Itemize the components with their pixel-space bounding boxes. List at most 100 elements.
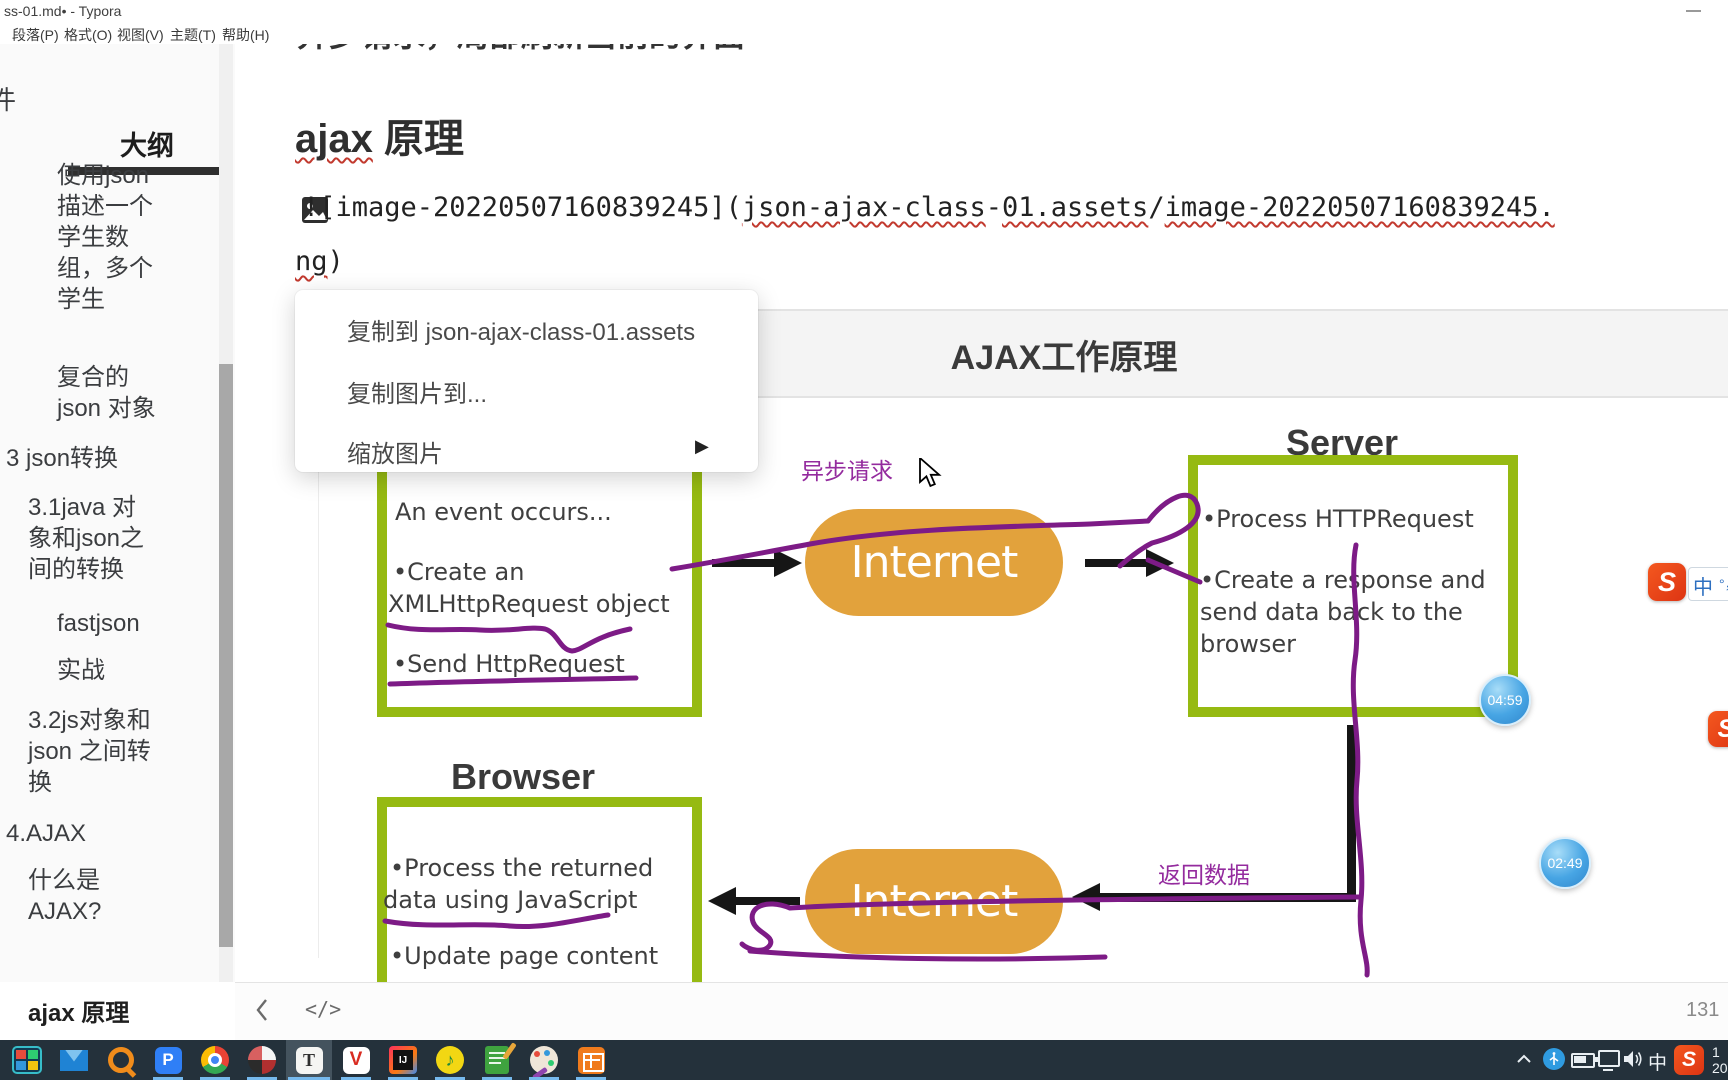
notepad-icon bbox=[485, 1042, 517, 1074]
image-block-edge bbox=[318, 300, 319, 958]
outline-item[interactable]: fastjson bbox=[57, 610, 140, 637]
running-indicator bbox=[529, 1077, 559, 1080]
taskbar-app-typora[interactable]: T bbox=[286, 1040, 332, 1080]
html-box-line: XMLHttpRequest object bbox=[388, 590, 670, 618]
mail-icon bbox=[60, 1049, 88, 1071]
taskbar-app-p[interactable]: P bbox=[145, 1040, 191, 1080]
sogou-tray-icon[interactable]: S bbox=[1674, 1045, 1704, 1075]
taskbar-app-chrome[interactable] bbox=[192, 1040, 238, 1080]
taskbar-app-mail[interactable] bbox=[51, 1040, 97, 1080]
chrome-icon bbox=[201, 1046, 229, 1074]
taskbar-app-spreadsheet[interactable] bbox=[568, 1040, 614, 1080]
internet-label: Internet bbox=[850, 537, 1019, 588]
outline-back-icon[interactable] bbox=[253, 997, 271, 1023]
running-indicator bbox=[153, 1077, 183, 1080]
outline-item[interactable]: 3 json转换 bbox=[6, 445, 119, 472]
markdown-image-line[interactable]: ![image-20220507160839245](json-ajax-cla… bbox=[303, 192, 1555, 223]
taskbar-app-idea[interactable]: IJ bbox=[380, 1040, 426, 1080]
md-close: ) bbox=[327, 246, 344, 277]
server-box-line: •Create a response and bbox=[1200, 566, 1486, 594]
md-file: image-20220507160839245. bbox=[1164, 192, 1555, 223]
markdown-image-line-2[interactable]: ng) bbox=[295, 246, 344, 277]
outline-item[interactable]: 使用json 描述一个 学生数 组，多个 学生 bbox=[57, 162, 153, 313]
intellij-idea-icon: IJ bbox=[389, 1046, 417, 1074]
sogou-mode[interactable]: 中 bbox=[1693, 577, 1713, 599]
outline-item[interactable]: 3.2js对象和 json 之间转 换 bbox=[28, 707, 151, 796]
server-box-line: •Process HTTPRequest bbox=[1202, 505, 1474, 533]
outline-item-current[interactable]: ajax 原理 bbox=[28, 1000, 130, 1027]
timer-badge[interactable]: 02:49 bbox=[1539, 837, 1591, 889]
outline-item[interactable]: 3.1java 对 象和json之 间的转换 bbox=[28, 494, 145, 583]
context-menu-item-zoom-image[interactable]: 缩放图片 bbox=[347, 441, 443, 468]
running-indicator bbox=[200, 1077, 230, 1080]
sogou-input-bar[interactable]: 中 °， bbox=[1688, 567, 1728, 601]
context-menu-item-copy-to-assets[interactable]: 复制到 json-ajax-class-01.assets bbox=[347, 319, 696, 346]
title-bar[interactable]: ss-01.md• - Typora — bbox=[0, 0, 1728, 22]
sogou-punct[interactable]: °， bbox=[1719, 576, 1728, 592]
wps-icon: V bbox=[342, 1046, 370, 1074]
outline-title: 大纲 bbox=[120, 131, 174, 161]
paint-icon bbox=[530, 1046, 558, 1080]
browser-box-line: •Process the returned bbox=[390, 854, 654, 882]
p-app-icon: P bbox=[154, 1046, 182, 1074]
menu-theme[interactable]: 主题(T) bbox=[170, 27, 216, 43]
taskbar-app-store[interactable] bbox=[4, 1040, 50, 1080]
internet-node-top: Internet bbox=[805, 509, 1063, 616]
sogou-mini-logo[interactable]: S bbox=[1708, 711, 1728, 747]
editor-content: 异步请求，局部刷新当前的界面 ajax 原理 ![image-202205071… bbox=[235, 0, 1728, 1067]
word-count[interactable]: 131 bbox=[1686, 999, 1720, 1021]
usb-tray-icon[interactable] bbox=[1543, 1048, 1565, 1070]
annotation-async-request: 异步请求 bbox=[801, 458, 893, 484]
taskbar: P T V IJ ♪ 中 S 1 2 bbox=[0, 1040, 1728, 1080]
input-mode-indicator[interactable]: 中 bbox=[1648, 1053, 1668, 1074]
browser-box-line: data using JavaScript bbox=[383, 886, 638, 914]
outline-item[interactable]: 4.AJAX bbox=[6, 820, 87, 847]
running-indicator bbox=[247, 1077, 277, 1080]
sidebar-scrollbar-thumb[interactable] bbox=[219, 364, 233, 947]
tray-expand-icon[interactable] bbox=[1516, 1052, 1532, 1066]
taskbar-app-photos-dark[interactable] bbox=[239, 1040, 285, 1080]
running-indicator bbox=[435, 1077, 465, 1080]
tray-clock[interactable]: 1 202 bbox=[1712, 1044, 1728, 1076]
outline-item[interactable]: 复合的 json 对象 bbox=[57, 364, 156, 422]
submenu-arrow-icon: ▶ bbox=[695, 436, 709, 456]
taskbar-app-music[interactable]: ♪ bbox=[427, 1040, 473, 1080]
context-menu-item-copy-image-to[interactable]: 复制图片到... bbox=[347, 381, 488, 408]
md-path1: json-ajax-class bbox=[741, 192, 986, 223]
running-indicator bbox=[341, 1077, 371, 1080]
taskbar-app-wps[interactable]: V bbox=[333, 1040, 379, 1080]
window-title: ss-01.md• - Typora bbox=[4, 3, 122, 19]
menu-help[interactable]: 帮助(H) bbox=[222, 27, 270, 43]
heading-word: ajax bbox=[295, 117, 373, 161]
typora-icon: T bbox=[295, 1046, 323, 1074]
speaker-tray-icon[interactable] bbox=[1623, 1049, 1645, 1069]
context-menu: 复制到 json-ajax-class-01.assets 复制图片到... 缩… bbox=[295, 290, 758, 472]
html-box-line: •Create an bbox=[393, 558, 525, 586]
taskbar-app-search[interactable] bbox=[98, 1040, 144, 1080]
clock-time: 1 bbox=[1712, 1044, 1720, 1060]
menu-bar: 段落(P) 格式(O) 视图(V) 主题(T) 帮助(H) bbox=[0, 22, 1728, 44]
menu-view[interactable]: 视图(V) bbox=[117, 27, 164, 43]
taskbar-app-paint[interactable] bbox=[521, 1040, 567, 1080]
heading-rest: 原理 bbox=[372, 117, 464, 161]
server-box-line: send data back to the bbox=[1200, 598, 1463, 626]
minimize-button[interactable]: — bbox=[1686, 2, 1701, 19]
taskbar-app-notepad[interactable] bbox=[474, 1040, 520, 1080]
outline-title-underline bbox=[68, 167, 233, 175]
menu-format[interactable]: 格式(O) bbox=[64, 27, 113, 43]
battery-tray-icon[interactable] bbox=[1571, 1053, 1598, 1068]
source-code-toggle[interactable]: </> bbox=[305, 997, 342, 1021]
outline-item[interactable]: 实战 bbox=[57, 657, 105, 684]
md-open: ![image-20220507160839245]( bbox=[303, 192, 742, 223]
menu-paragraph[interactable]: 段落(P) bbox=[12, 27, 59, 43]
network-tray-icon[interactable] bbox=[1598, 1050, 1620, 1071]
html-box-line: An event occurs... bbox=[395, 498, 612, 526]
page-title: ajax 原理 bbox=[295, 106, 464, 164]
sogou-input-logo[interactable]: S bbox=[1648, 563, 1686, 601]
outline-item[interactable]: 什么是 AJAX? bbox=[28, 867, 102, 925]
partial-file-tab[interactable]: 件 bbox=[0, 85, 17, 115]
timer-badge[interactable]: 04:59 bbox=[1479, 674, 1531, 726]
store-icon bbox=[12, 1046, 42, 1074]
mouse-cursor bbox=[919, 458, 942, 488]
